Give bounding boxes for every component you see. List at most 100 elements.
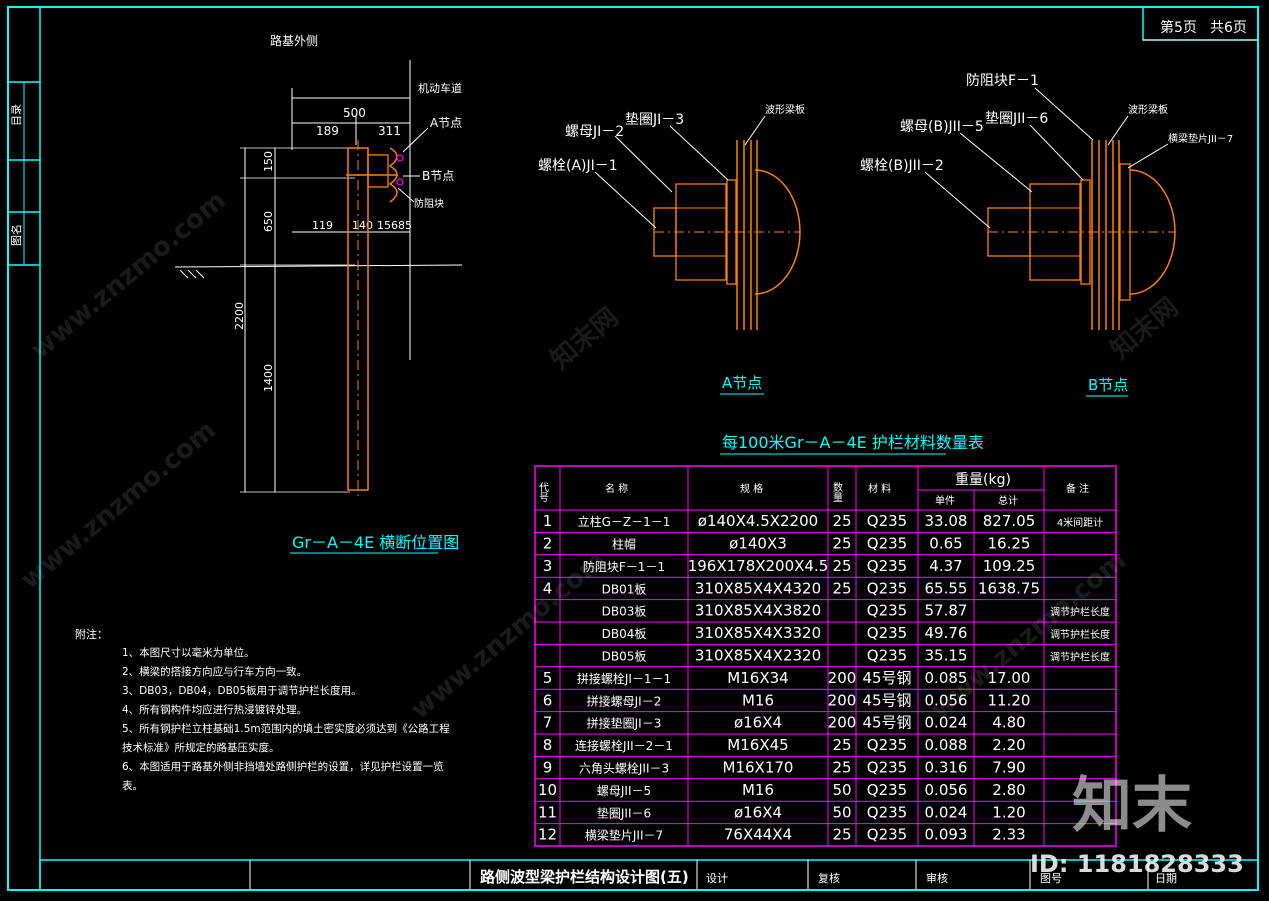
notes-heading: 附注： <box>75 627 108 641</box>
table-cell-name: 拼接螺栓JI－1－1 <box>577 671 671 686</box>
table-cell-name: 防阻块F－1－1 <box>583 559 665 574</box>
table-cell-name: 立柱G－Z－1－1 <box>578 514 671 529</box>
table-cell-code: 3 <box>543 557 553 575</box>
outer-side-label: 路基外侧 <box>270 33 318 48</box>
table-cell-unit: 0.056 <box>925 781 968 799</box>
table-cell-unit: 0.093 <box>925 826 968 844</box>
dim-left-width: 189 <box>316 124 339 138</box>
table-cell-name: DB04板 <box>602 627 647 641</box>
table-cell-mat: Q235 <box>867 759 907 777</box>
table-cell-code: 8 <box>543 736 553 754</box>
side-label-catalog: 目录 <box>10 104 23 126</box>
table-cell-mat: Q235 <box>867 803 907 821</box>
table-cell-code: 5 <box>543 669 553 687</box>
table-title: 每100米Gr－A－4E 护栏材料数量表 <box>722 433 984 452</box>
table-cell-qty: 25 <box>832 535 851 553</box>
node-a-bolt-label: 螺栓(A)JI－1 <box>538 158 618 174</box>
node-b-bolt-label: 螺栓(B)JII－2 <box>860 158 944 174</box>
hdr-weight: 重量(kg) <box>955 472 1011 488</box>
note-line: 1、本图尺寸以毫米为单位。 <box>122 646 255 659</box>
table-cell-unit: 33.08 <box>925 512 968 530</box>
note-line: 6、本图适用于路基外侧非挡墙处路侧护栏的设置，详见护栏设置一览 <box>122 760 444 773</box>
dim-bottom-b: 140 <box>352 219 373 232</box>
table-cell-total: 1.20 <box>992 803 1025 821</box>
drawing-title: 路侧波型梁护栏结构设计图(五) <box>480 868 689 886</box>
table-cell-code: 1 <box>543 512 553 530</box>
table-cell-unit: 0.056 <box>925 691 968 709</box>
table-cell-qty: 200 <box>828 714 857 732</box>
table-cell-total: 827.05 <box>983 512 1036 530</box>
table-cell-unit: 57.87 <box>925 602 968 620</box>
table-cell-name: 六角头螺栓JII－3 <box>579 761 669 776</box>
table-cell-mat: Q235 <box>867 736 907 754</box>
table-cell-qty: 25 <box>832 759 851 777</box>
table-cell-name: DB03板 <box>602 605 647 619</box>
table-cell-name: 连接螺栓JII－2－1 <box>575 738 673 753</box>
dim-embed: 2200 <box>233 302 246 330</box>
node-a-callout: A节点 <box>430 116 462 130</box>
table-cell-spec: 310X85X4X3320 <box>695 624 821 642</box>
table-cell-qty: 25 <box>832 579 851 597</box>
node-b-nut-label: 螺母(B)JII－5 <box>900 119 984 135</box>
table-cell-total: 2.33 <box>992 826 1025 844</box>
table-cell-name: 拼接螺母JI－2 <box>587 693 662 708</box>
hdr-name: 名 称 <box>605 482 628 495</box>
table-cell-name: 拼接垫圈JI－3 <box>587 716 662 731</box>
node-b-wave-label: 波形梁板 <box>1128 103 1168 116</box>
watermark-brand-1: 知末网 <box>545 302 624 375</box>
material-table: 每100米Gr－A－4E 护栏材料数量表 代号 名 称 规 格 数量 材 料 重… <box>534 433 1117 847</box>
tb-design: 设计 <box>706 872 728 885</box>
node-b-plate-label: 横梁垫片JII－7 <box>1168 132 1233 145</box>
table-cell-mat: 45号钢 <box>862 669 911 687</box>
node-a-title: A节点 <box>722 374 762 392</box>
watermark-url-1: www.znzmo.com <box>25 185 231 365</box>
table-cell-unit: 0.085 <box>925 669 968 687</box>
table-cell-code: 6 <box>543 691 553 709</box>
dim-top-height: 150 <box>262 151 275 172</box>
table-cell-name: 柱帽 <box>612 537 636 552</box>
table-cell-name: DB05板 <box>602 650 647 664</box>
table-cell-code: 2 <box>543 535 553 553</box>
table-cell-mat: Q235 <box>867 535 907 553</box>
table-cell-unit: 0.65 <box>929 535 962 553</box>
note-line: 技术标准》所规定的路基压实度。 <box>122 741 280 754</box>
table-cell-name: 垫圈JII－6 <box>597 805 651 820</box>
node-a-nut-label: 螺母JI－2 <box>565 124 624 140</box>
node-a-detail: 螺母JI－2 垫圈JI－3 波形梁板 螺栓(A)JI－1 A节点 <box>538 103 805 395</box>
note-line: 5、所有钢护栏立柱基础1.5m范围内的填土密实度必须达到《公路工程 <box>122 722 450 735</box>
table-cell-spec: 76X44X4 <box>724 826 792 844</box>
table-cell-mat: Q235 <box>867 557 907 575</box>
dim-right-width: 311 <box>378 124 401 138</box>
node-b-detail: 防阻块F－1 螺母(B)JII－5 垫圈JII－6 波形梁板 横梁垫片JII－7… <box>860 73 1233 397</box>
table-cell-mat: Q235 <box>867 512 907 530</box>
title-block: 路侧波型梁护栏结构设计图(五) 设计 复核 审核 图号 日期 <box>39 859 1259 891</box>
table-cell-qty: 25 <box>832 512 851 530</box>
section-view: 路基外侧 机动车道 500 189 311 150 650 2200 1400 … <box>174 33 462 554</box>
table-cell-spec: 196X178X200X4.5 <box>688 557 829 575</box>
watermark-url-2: www.znzmo.com <box>15 415 221 595</box>
table-cell-code: 12 <box>538 826 557 844</box>
table-cell-total: 109.25 <box>983 557 1036 575</box>
watermark-brand-2: 知末网 <box>1105 292 1184 365</box>
table-cell-mat: Q235 <box>867 602 907 620</box>
table-cell-qty: 25 <box>832 826 851 844</box>
table-cell-unit: 0.024 <box>925 803 968 821</box>
block-callout: 防阻块 <box>414 197 444 210</box>
table-cell-spec: M16 <box>742 781 774 799</box>
table-cell-total: 7.90 <box>992 759 1025 777</box>
table-outline <box>534 465 1117 847</box>
hdr-spec: 规 格 <box>740 482 763 495</box>
dim-total-width: 500 <box>343 106 366 120</box>
table-cell-name: DB01板 <box>602 582 647 596</box>
lane-label: 机动车道 <box>418 81 462 95</box>
table-cell-qty: 200 <box>828 691 857 709</box>
table-cell-remark: 调节护栏长度 <box>1050 628 1110 641</box>
section-title: Gr－A－4E 横断位置图 <box>292 533 459 552</box>
table-cell-code: 4 <box>543 579 553 597</box>
table-cell-mat: 45号钢 <box>862 714 911 732</box>
table-cell-spec: 310X85X4X3820 <box>695 602 821 620</box>
table-cell-code: 11 <box>538 803 557 821</box>
tb-drawing-no: 图号 <box>1040 872 1062 885</box>
tb-approve: 审核 <box>926 871 948 885</box>
